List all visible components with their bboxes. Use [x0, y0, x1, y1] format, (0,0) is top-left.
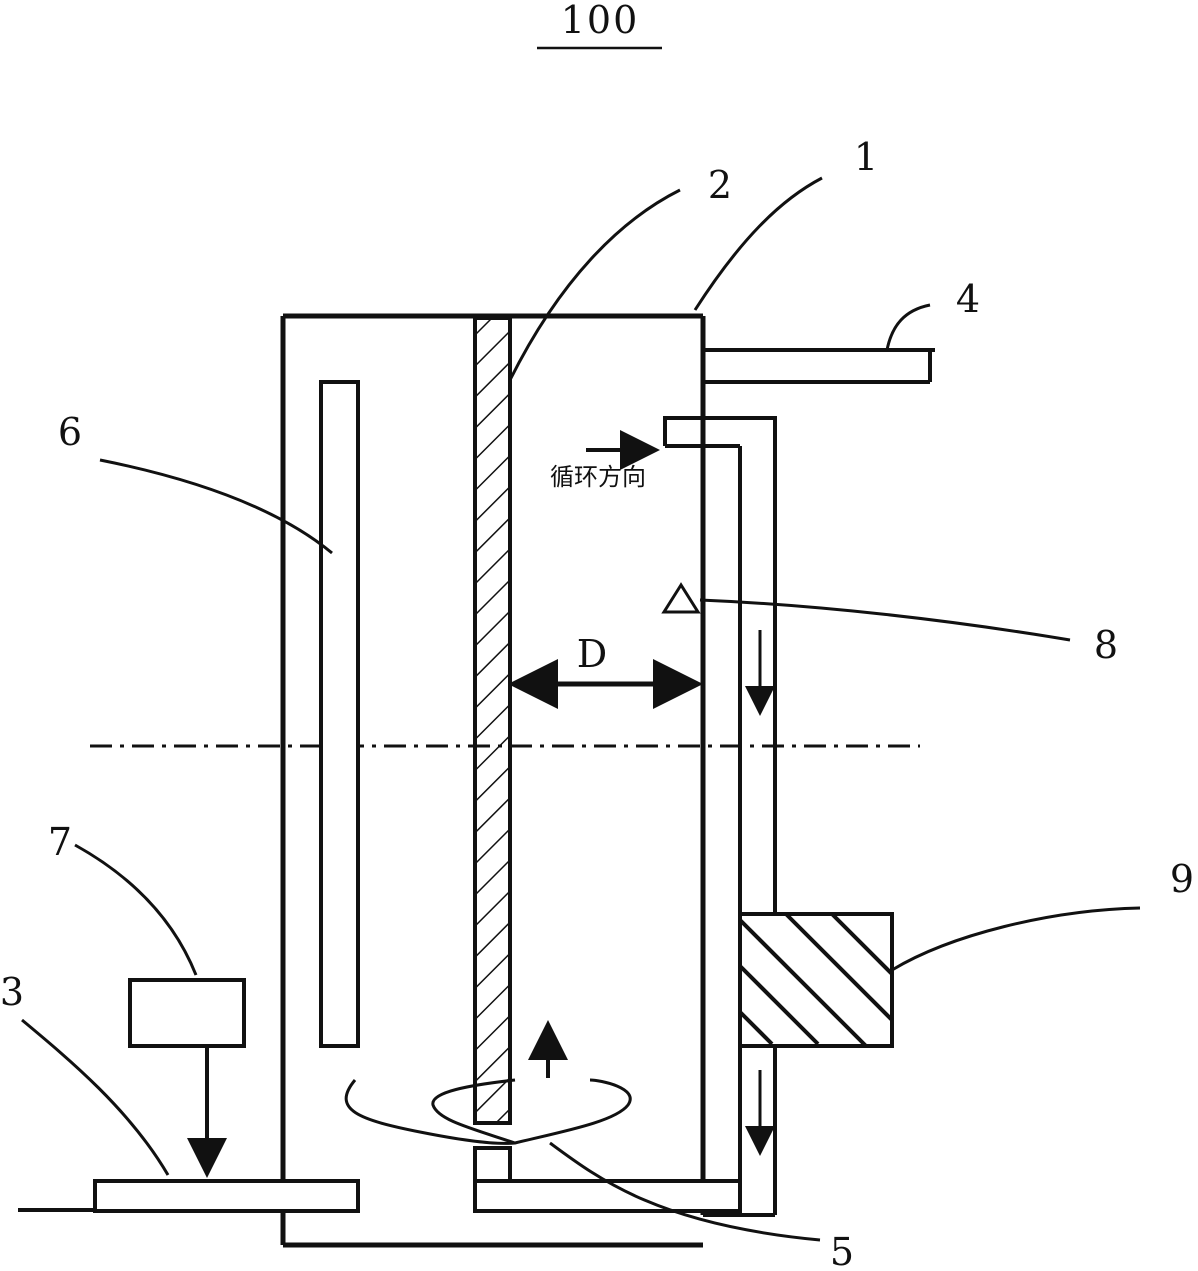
partition-plate — [473, 316, 512, 1125]
label-9: 9 — [1170, 857, 1194, 901]
label-2: 2 — [708, 163, 732, 207]
cooling-block — [738, 912, 894, 1048]
leader-vessel — [693, 176, 823, 311]
bottom-swirl — [344, 1078, 632, 1145]
leader-sensor — [699, 598, 1071, 642]
sensor-triangle — [661, 582, 701, 614]
label-6: 6 — [58, 410, 82, 454]
label-5: 5 — [830, 1230, 854, 1271]
base-plate — [18, 1179, 742, 1213]
circulation-direction-text: 循环方向 — [550, 463, 646, 491]
leader-base — [21, 1018, 170, 1176]
leader-heater — [99, 458, 333, 555]
label-8: 8 — [1094, 623, 1118, 667]
leader-outlet — [885, 303, 931, 351]
outlet-pipe — [703, 348, 935, 384]
partition-support — [473, 1146, 512, 1184]
heater-rod — [319, 380, 360, 1048]
leader-actuator — [74, 843, 198, 976]
figure-title: 100 — [561, 0, 640, 42]
label-4: 4 — [956, 277, 980, 321]
leader-cooling — [891, 906, 1141, 972]
leader-swirl — [549, 1141, 821, 1242]
label-7: 7 — [48, 820, 72, 864]
label-1: 1 — [854, 135, 878, 179]
circulation-pipe — [663, 416, 777, 1217]
dimension-label: D — [577, 632, 607, 676]
actuator-box — [128, 978, 246, 1048]
leader-partition — [508, 188, 681, 381]
label-3: 3 — [0, 970, 24, 1014]
